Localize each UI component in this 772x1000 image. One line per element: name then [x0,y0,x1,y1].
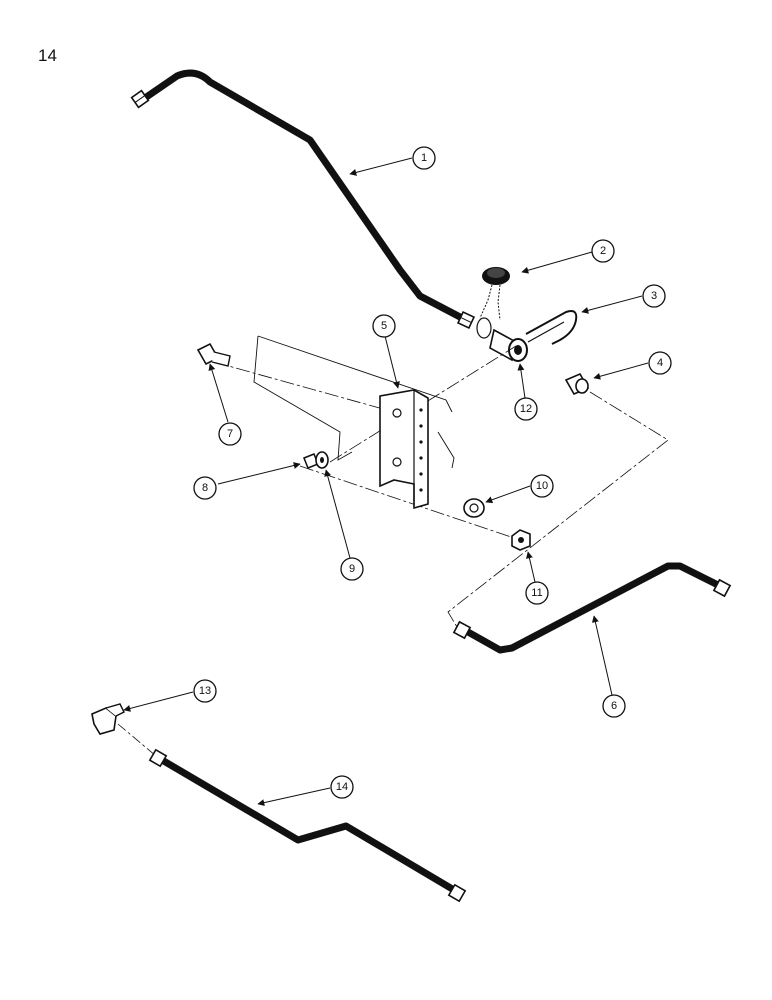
page-number: 14 [38,46,57,65]
callout-9: 9 [340,557,364,581]
leader-13 [123,691,194,712]
callout-7: 7 [218,422,242,446]
leader-8 [217,462,301,485]
adapter-4 [564,372,590,396]
tube-14 [148,748,467,903]
tube-6 [452,562,732,654]
callout-13: 13 [193,679,217,703]
bracket-5 [379,389,429,510]
callout-10: 10 [530,474,554,498]
leader-4 [593,362,649,380]
svg-text:3: 3 [651,290,657,302]
svg-text:6: 6 [611,700,617,712]
lockwasher-9 [315,451,329,469]
callout-4: 4 [648,351,672,375]
leader-arrows [123,157,649,807]
callout-11: 11 [525,581,549,605]
svg-text:11: 11 [531,587,542,599]
svg-text:9: 9 [349,563,355,575]
svg-text:10: 10 [536,480,548,492]
dust-cap-2 [476,267,510,339]
callout-5: 5 [372,314,396,338]
svg-text:4: 4 [657,357,663,369]
svg-text:1: 1 [421,152,427,164]
leader-11 [526,551,536,583]
callout-1: 1 [412,146,436,170]
callout-6: 6 [602,694,626,718]
svg-text:13: 13 [199,685,211,697]
leader-9 [324,469,351,559]
svg-text:14: 14 [336,781,348,793]
callouts: 1 2 3 4 5 6 7 8 9 10 11 12 13 14 [193,146,672,799]
leader-3 [581,295,643,314]
tube-1-end-nut [130,89,150,109]
callout-2: 2 [591,239,615,263]
leader-7 [208,363,229,423]
svg-text:12: 12 [520,403,532,415]
leader-1 [349,157,413,176]
svg-text:8: 8 [202,482,208,494]
leader-14 [257,787,331,807]
leader-2 [521,251,593,274]
retaining-clip-3 [525,310,578,345]
leader-12 [517,363,526,399]
bolt-7 [196,342,231,367]
callout-3: 3 [642,284,666,308]
shield-panel [253,335,455,469]
washer-10 [463,498,485,518]
leader-6 [591,615,613,696]
callout-14: 14 [330,775,354,799]
callout-8: 8 [193,476,217,500]
leader-5 [384,335,400,389]
coupler-12 [489,328,528,362]
elbow-13 [91,703,125,735]
leader-10 [485,485,531,504]
tube-1 [130,69,476,330]
svg-text:7: 7 [227,428,233,440]
tube-1-fitting-nut [456,310,476,330]
svg-text:2: 2 [600,245,606,257]
callout-12: 12 [514,397,538,421]
nut-11 [511,529,531,551]
svg-text:5: 5 [381,320,387,332]
